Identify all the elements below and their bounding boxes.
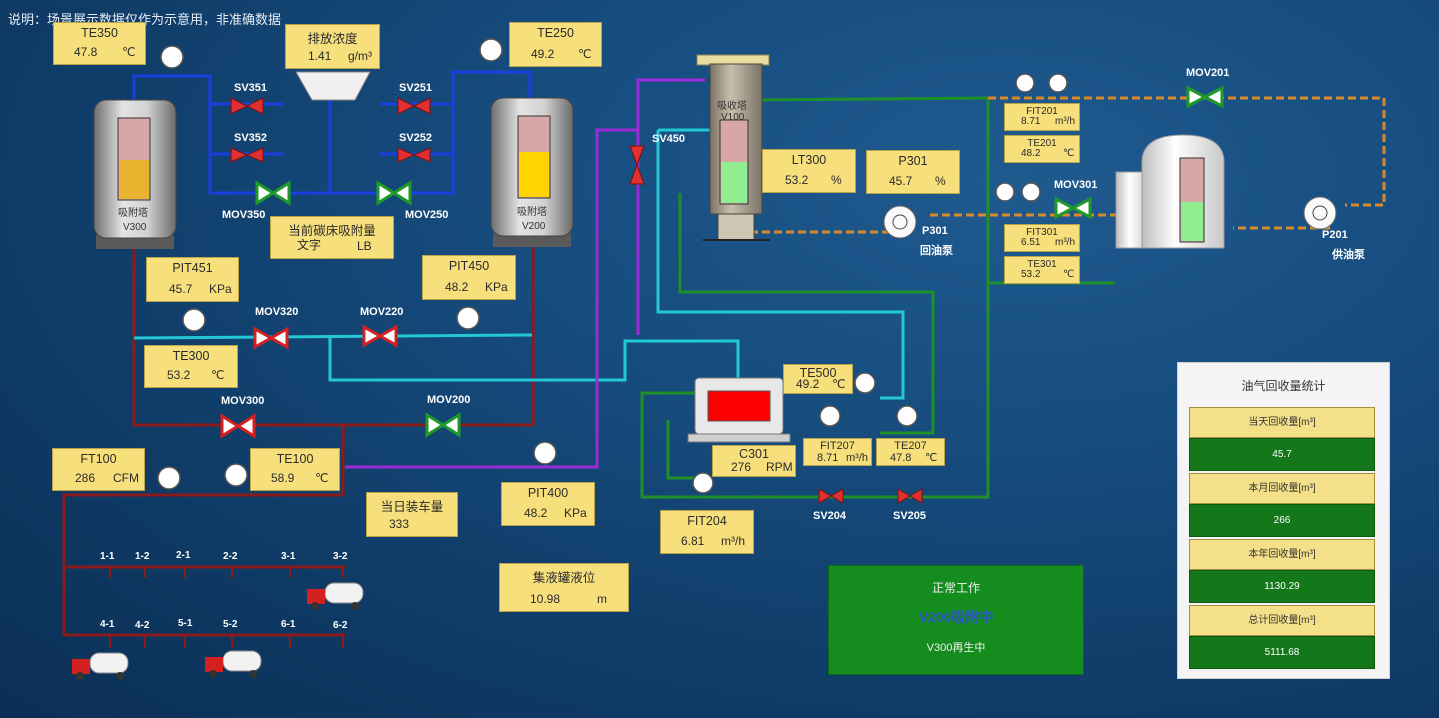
pit451-panel[interactable]: PIT451 45.7 KPa: [146, 257, 239, 302]
lt300-panel[interactable]: LT300 53.2 %: [762, 149, 856, 193]
loading-slot[interactable]: 3-2: [333, 551, 348, 562]
pump-p201-name: 供油泵: [1332, 249, 1365, 261]
stat-value: 266: [1189, 504, 1375, 537]
te207-panel[interactable]: TE207 47.8 ℃: [876, 438, 945, 466]
loading-slot[interactable]: 4-2: [135, 620, 150, 631]
adsorb-amount-panel[interactable]: 当前碳床吸附量 文字 LB: [270, 216, 394, 259]
tank-level-panel[interactable]: 集液罐液位 10.98 m: [499, 563, 629, 612]
stat-label: 本月回收量[m³]: [1189, 473, 1375, 504]
v300-tag: V300: [123, 222, 147, 233]
stat-row-total: 总计回收量[m³] 5111.68: [1189, 605, 1375, 669]
stat-row-month: 本月回收量[m³] 266: [1189, 473, 1375, 537]
valve-mov201[interactable]: MOV201: [1186, 67, 1230, 79]
stat-row-today: 当天回收量[m³] 45.7: [1189, 407, 1375, 471]
purple-pipe: [345, 78, 705, 469]
fit201-panel[interactable]: FIT201 8.71 m³/h: [1004, 103, 1080, 131]
tanker-trucks: [72, 582, 364, 680]
valve-mov350[interactable]: MOV350: [222, 209, 266, 221]
status-line-2: V200吸附中: [918, 609, 994, 625]
pump-p301-shape: [883, 205, 917, 239]
cyan-pipes: [133, 128, 905, 400]
te350-panel[interactable]: TE350 47.8 ℃: [53, 22, 146, 65]
te201-panel[interactable]: TE201 48.2 ℃: [1004, 135, 1080, 163]
green-pipes: [640, 96, 1115, 499]
valve-mov301[interactable]: MOV301: [1054, 179, 1098, 191]
v100-name: 吸收塔: [717, 101, 747, 112]
loading-slot[interactable]: 2-1: [176, 550, 191, 561]
stat-value: 1130.29: [1189, 570, 1375, 603]
pump-p301-tag[interactable]: P301: [922, 225, 948, 237]
loading-slot[interactable]: 5-1: [178, 618, 193, 629]
valve-sv352[interactable]: SV352: [234, 132, 268, 144]
system-status-panel: 正常工作 V200吸附中 V300再生中: [828, 565, 1084, 675]
storage-tank: [1115, 134, 1225, 249]
pump-p201-shape: [1303, 196, 1337, 230]
p301-panel[interactable]: P301 45.7 %: [866, 150, 960, 194]
pit400-panel[interactable]: PIT400 48.2 KPa: [501, 482, 595, 526]
te100-panel[interactable]: TE100 58.9 ℃: [250, 448, 340, 491]
stat-value: 45.7: [1189, 438, 1375, 471]
valve-mov300[interactable]: MOV300: [221, 395, 265, 407]
stat-label: 总计回收量[m³]: [1189, 605, 1375, 636]
valve-sv450[interactable]: SV450: [652, 133, 686, 145]
pit450-panel[interactable]: PIT450 48.2 KPa: [422, 255, 516, 300]
adsorber-v200: [490, 97, 574, 247]
te301-panel[interactable]: TE301 53.2 ℃: [1004, 256, 1080, 284]
fit207-panel[interactable]: FIT207 8.71 m³/h: [803, 438, 872, 466]
gauges: [157, 38, 1068, 494]
stat-row-year: 本年回收量[m³] 1130.29: [1189, 539, 1375, 603]
loading-slot[interactable]: 1-2: [135, 551, 150, 562]
te250-panel[interactable]: TE250 49.2 ℃: [509, 22, 602, 67]
valves-green: [255, 85, 1224, 438]
recovery-stats-panel: 油气回收量统计 当天回收量[m³] 45.7 本月回收量[m³] 266 本年回…: [1177, 362, 1390, 679]
loading-slot[interactable]: 6-1: [281, 619, 296, 630]
valve-mov220[interactable]: MOV220: [360, 306, 404, 318]
status-line-3: V300再生中: [926, 642, 986, 654]
absorber-v100: [696, 54, 770, 241]
v300-name: 吸附塔: [118, 208, 148, 219]
ft100-panel[interactable]: FT100 286 CFM: [52, 448, 145, 491]
v200-tag: V200: [522, 221, 546, 232]
fit204-panel[interactable]: FIT204 6.81 m³/h: [660, 510, 754, 554]
blue-pipes: [132, 70, 532, 195]
valve-sv351[interactable]: SV351: [234, 82, 268, 94]
fit301-panel[interactable]: FIT301 6.51 m³/h: [1004, 224, 1080, 252]
valve-mov320[interactable]: MOV320: [255, 306, 299, 318]
loading-slot[interactable]: 5-2: [223, 619, 238, 630]
loading-slot[interactable]: 4-1: [100, 619, 115, 630]
pump-p201-tag[interactable]: P201: [1322, 229, 1348, 241]
loading-arms: [109, 567, 344, 648]
v200-name: 吸附塔: [517, 207, 547, 218]
stats-title: 油气回收量统计: [1241, 379, 1326, 393]
valve-sv205[interactable]: SV205: [893, 510, 927, 522]
te500-panel[interactable]: TE500 49.2 ℃: [783, 364, 853, 394]
loading-slot[interactable]: 6-2: [333, 620, 348, 631]
valves-red-small: [230, 97, 923, 504]
valve-mov250[interactable]: MOV250: [405, 209, 449, 221]
loading-slot[interactable]: 1-1: [100, 551, 115, 562]
te300-panel[interactable]: TE300 53.2 ℃: [144, 345, 238, 388]
c301-panel[interactable]: C301 276 RPM: [712, 445, 796, 477]
valve-sv204[interactable]: SV204: [813, 510, 847, 522]
v100-tag: V100: [721, 112, 745, 123]
emission-hopper: [295, 71, 371, 101]
valves-red-large: [220, 324, 398, 439]
loading-slot[interactable]: 3-1: [281, 551, 296, 562]
compressor-c301: [687, 377, 791, 443]
status-line-1: 正常工作: [931, 581, 980, 595]
load-count-panel[interactable]: 当日装车量 333: [366, 492, 458, 537]
valve-mov200[interactable]: MOV200: [427, 394, 471, 406]
stat-label: 本年回收量[m³]: [1189, 539, 1375, 570]
stat-label: 当天回收量[m³]: [1189, 407, 1375, 438]
adsorber-v300: [93, 99, 177, 249]
emission-panel[interactable]: 排放浓度 1.41 g/m³: [285, 24, 380, 69]
loading-slot[interactable]: 2-2: [223, 551, 238, 562]
valve-sv251[interactable]: SV251: [399, 82, 433, 94]
red-pipes: [62, 240, 535, 637]
stat-value: 5111.68: [1189, 636, 1375, 669]
pump-p301-name: 回油泵: [920, 245, 953, 257]
valve-sv252[interactable]: SV252: [399, 132, 433, 144]
